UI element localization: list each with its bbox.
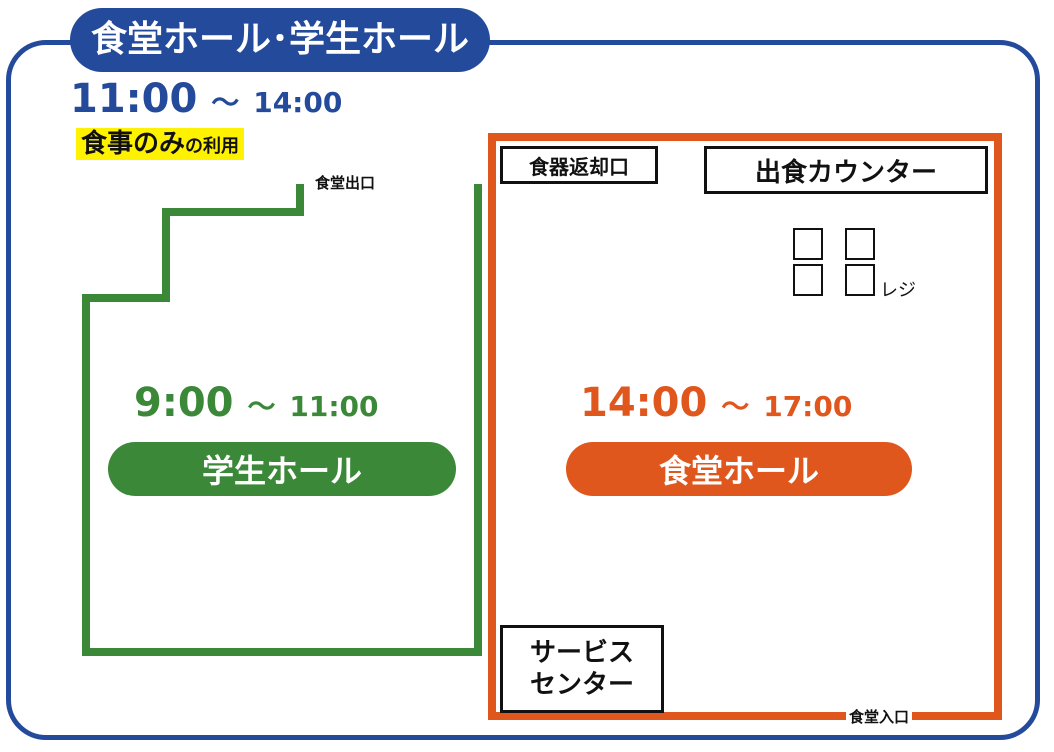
- student-hall-hours: 9:00 ～ 11:00: [134, 380, 379, 426]
- meal-only-note: 食事のみの利用: [76, 128, 245, 160]
- entrance-label: 食堂入口: [846, 706, 913, 727]
- dining-hall-label: 食堂ホール: [566, 442, 912, 496]
- dining-hall-hours-start: 14:00: [580, 380, 708, 426]
- student-hall-label: 学生ホール: [108, 442, 456, 496]
- student-hall-hours-tilde: ～: [247, 390, 276, 423]
- serving-counter-label: 出食カウンター: [704, 146, 988, 194]
- register-box-1: [793, 228, 823, 260]
- meal-only-note-suffix: の利用: [185, 136, 240, 157]
- overall-hours-tilde: ～: [211, 86, 240, 119]
- register-box-3: [845, 228, 875, 260]
- dining-hall-hours-end: 17:00: [763, 390, 853, 423]
- student-hall-hours-end: 11:00: [289, 390, 379, 423]
- dining-hall-outline: [488, 133, 1002, 720]
- register-box-2: [793, 264, 823, 296]
- student-hall-outline: [82, 184, 482, 656]
- outer-frame: [6, 40, 1040, 740]
- overall-hours-start: 11:00: [70, 76, 198, 122]
- service-center-line1: サービス: [529, 637, 634, 668]
- overall-hours: 11:00 ～ 14:00: [70, 76, 342, 122]
- overall-hours-end: 14:00: [253, 86, 343, 119]
- student-hall-hours-start: 9:00: [134, 380, 234, 426]
- register-label: レジ: [880, 280, 916, 301]
- return-counter-label: 食器返却口: [500, 146, 658, 184]
- meal-only-note-main: 食事のみ: [81, 129, 186, 159]
- dining-hall-hours: 14:00 ～ 17:00: [580, 380, 852, 426]
- service-center-line2: センター: [529, 670, 634, 700]
- page-title: 食堂ホール･学生ホール: [70, 8, 490, 72]
- register-box-4: [845, 264, 875, 296]
- dining-hall-hours-tilde: ～: [721, 390, 750, 423]
- exit-label: 食堂出口: [312, 172, 379, 193]
- service-center-box: サービス センター: [500, 625, 664, 713]
